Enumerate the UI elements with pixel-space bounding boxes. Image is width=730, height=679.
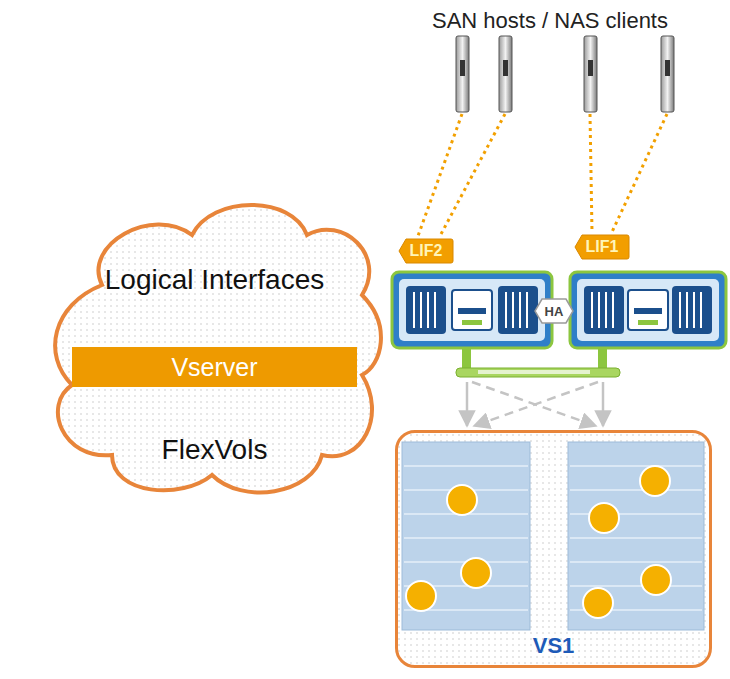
- storage-controller: [570, 272, 726, 348]
- disk-lines: [404, 466, 702, 610]
- flexvol: [406, 581, 436, 611]
- disk-line: [570, 465, 702, 467]
- host-detail: [503, 60, 508, 76]
- hex-shape: [535, 299, 573, 323]
- access-arrow: [602, 382, 605, 426]
- disk-line: [570, 561, 702, 563]
- rail-bar: [456, 368, 620, 377]
- controller-vent: [406, 286, 446, 334]
- access-paths: [467, 382, 603, 426]
- vserver-cloud: Logical InterfacesFlexVols Vserver: [42, 195, 387, 500]
- access-arrow: [466, 382, 469, 426]
- controller-body: [392, 272, 552, 348]
- host-link: [418, 114, 462, 236]
- ha-link: HA: [534, 298, 574, 324]
- cloud-heading: Logical Interfaces: [42, 263, 387, 297]
- controller-panel: [452, 290, 492, 330]
- flexvol: [583, 588, 613, 618]
- host-detail: [665, 60, 670, 76]
- lif-tag: LIF2: [398, 238, 454, 264]
- vserver-box: VS1: [395, 430, 712, 668]
- lif-tag: LIF1: [574, 234, 630, 260]
- rail-shine: [478, 370, 590, 374]
- lif-label: LIF1: [574, 234, 630, 260]
- controller-vent: [498, 286, 538, 334]
- host-link: [590, 114, 592, 232]
- host-server: [499, 36, 512, 112]
- host-links: [418, 114, 667, 236]
- band-label: Vserver: [72, 347, 357, 387]
- vserver-band: Vserver: [72, 347, 357, 387]
- cloud-heading: FlexVols: [42, 433, 387, 467]
- interconnect-rails: [456, 348, 620, 377]
- flexvols: [406, 466, 671, 618]
- lif-label: LIF2: [398, 238, 454, 264]
- ha-label: HA: [534, 298, 574, 324]
- host-link: [440, 114, 505, 236]
- disk-line: [570, 585, 702, 587]
- controller-face: [399, 279, 545, 341]
- flexvol: [589, 503, 619, 533]
- flexvol: [640, 466, 670, 496]
- controller-slot: [458, 308, 486, 314]
- aggregate-panel: [402, 442, 704, 630]
- disk-line: [570, 489, 702, 491]
- flexvol: [461, 558, 491, 588]
- host-servers: [456, 36, 674, 112]
- host-detail: [460, 60, 465, 76]
- controller-slot: [634, 308, 662, 314]
- storage-controller: [392, 272, 552, 348]
- tag-shape: [575, 235, 629, 259]
- controller-panel: [628, 290, 668, 330]
- tag-shape: [399, 239, 453, 263]
- host-detail: [588, 60, 593, 76]
- flexvol: [641, 565, 671, 595]
- host-server: [661, 36, 674, 112]
- vserver-ground: [396, 431, 711, 667]
- access-arrow: [474, 382, 598, 426]
- host-link: [612, 114, 667, 232]
- vserver-name: VS1: [398, 633, 709, 659]
- controller-led: [462, 320, 482, 325]
- disk-line: [570, 537, 702, 539]
- controller-vent: [672, 286, 712, 334]
- controller-body: [570, 272, 726, 348]
- aggregate: [402, 442, 530, 630]
- controller-vent: [584, 286, 624, 334]
- host-server: [584, 36, 597, 112]
- disk-line: [404, 537, 528, 539]
- flexvol: [447, 485, 477, 515]
- controller-led: [638, 320, 658, 325]
- host-server: [456, 36, 469, 112]
- group-heading: SAN hosts / NAS clients: [380, 8, 720, 34]
- controller-face: [577, 279, 719, 341]
- disk-line: [404, 465, 528, 467]
- aggregate: [568, 442, 704, 630]
